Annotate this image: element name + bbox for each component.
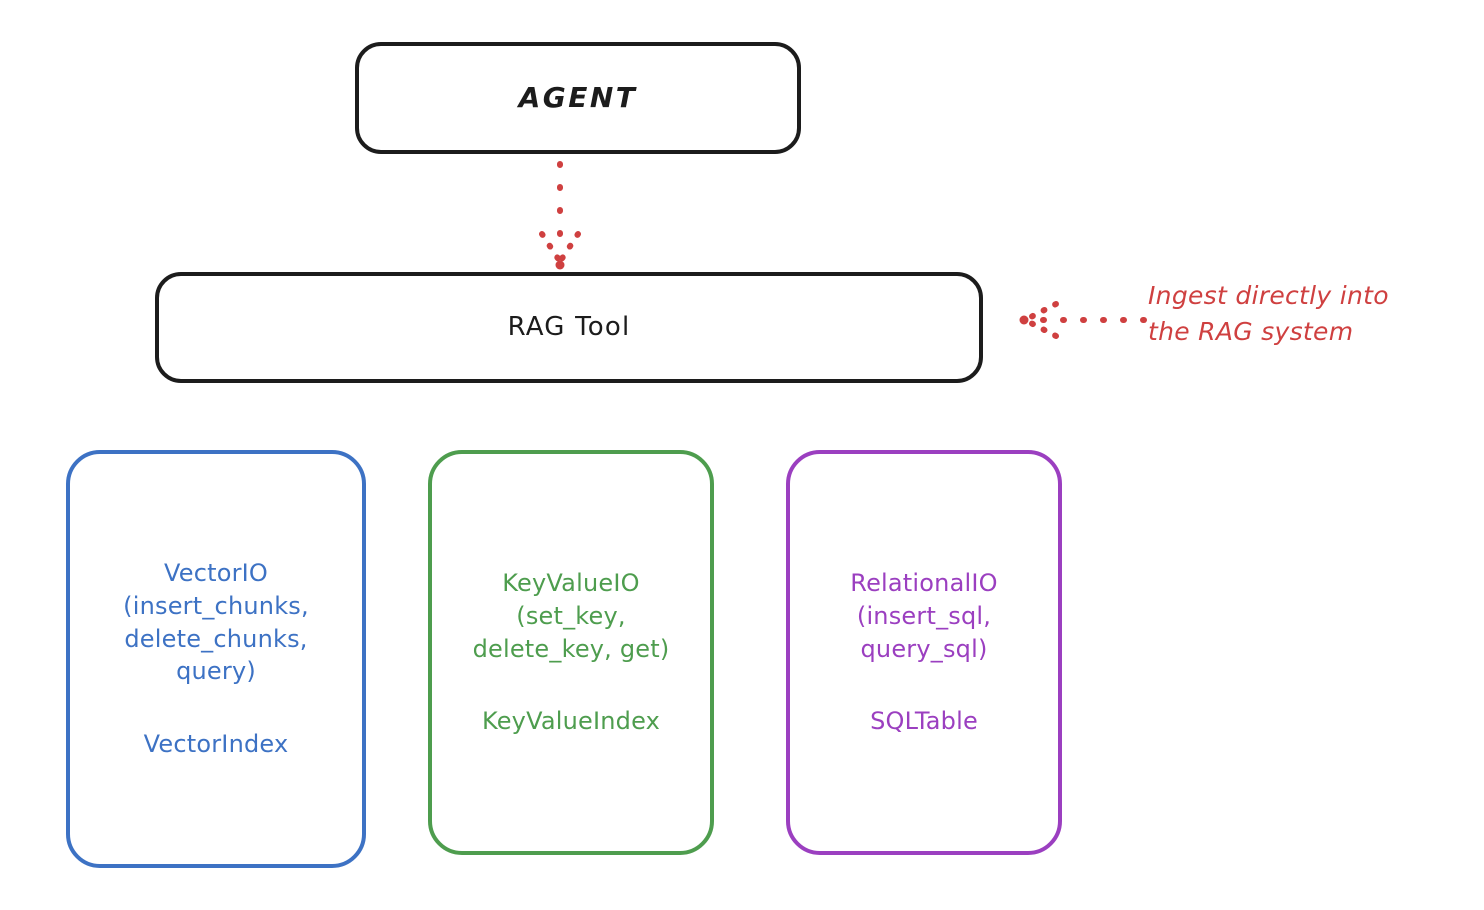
keyvalueio-api-label: KeyValueIO (set_key, delete_key, get) [472,569,670,663]
relationalio-api-label: RelationalIO (insert_sql, query_sql) [850,569,998,663]
vectorio-api-label: VectorIO (insert_chunks, delete_chunks, … [123,559,309,686]
keyvalueio-index-label: KeyValueIndex [481,707,661,736]
keyvalueio-card[interactable]: KeyValueIO (set_key, delete_key, get) Ke… [428,450,714,855]
vectorio-index-label: VectorIndex [143,729,289,758]
agent-node-label: AGENT [518,81,638,115]
rag-tool-node-label: RAG Tool [507,312,631,343]
ingest-arrow-icon [1019,301,1147,339]
ingest-annotation-label: Ingest directly into the RAG system [1148,281,1389,346]
relationalio-card[interactable]: RelationalIO (insert_sql, query_sql) SQL… [786,450,1062,855]
rag-tool-node[interactable]: RAG Tool [155,272,983,383]
relationalio-index-label: SQLTable [870,707,978,736]
agent-node[interactable]: AGENT [355,42,801,154]
vectorio-card[interactable]: VectorIO (insert_chunks, delete_chunks, … [66,450,366,868]
agent-to-rag-arrow [539,161,581,270]
